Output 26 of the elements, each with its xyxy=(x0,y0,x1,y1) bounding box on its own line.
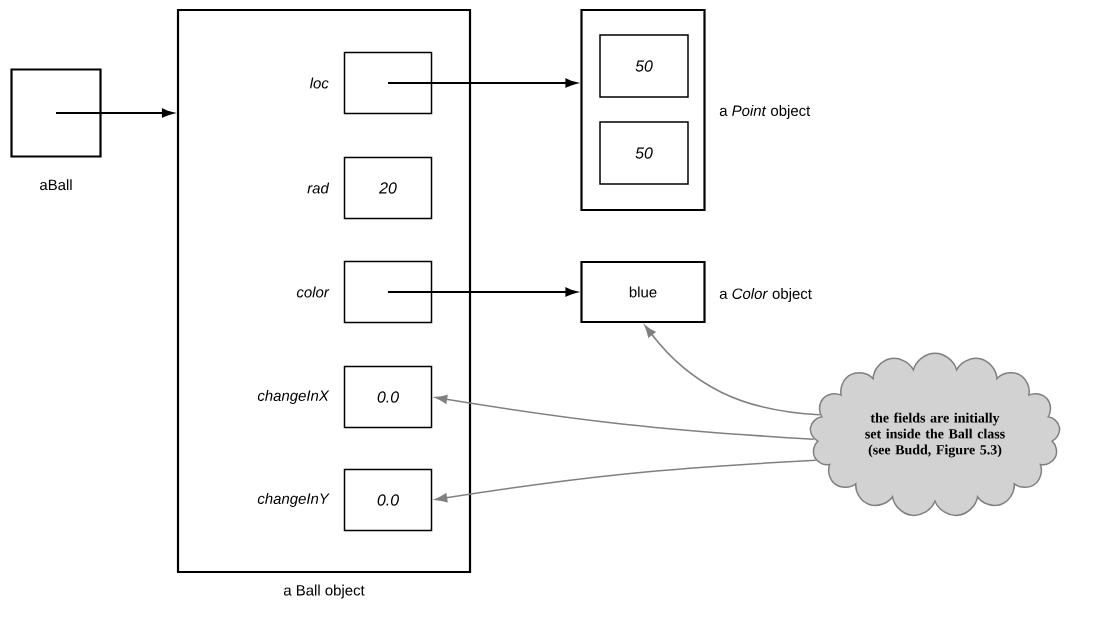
field-box: blue xyxy=(580,260,706,324)
field-box: 20 xyxy=(343,156,433,220)
field-box: 0.0 xyxy=(343,365,433,429)
field-label: color xyxy=(296,286,330,298)
callout-cloud: the fields are initially set inside the Ball class (see Budd, Figure 5.3) xyxy=(809,352,1061,517)
variable-box xyxy=(10,68,102,158)
object-label: a Point object xyxy=(719,105,811,119)
field-label: loc xyxy=(309,77,329,89)
arrow xyxy=(644,325,821,416)
field-label: rad xyxy=(307,182,330,194)
object-box xyxy=(580,8,706,212)
field-label: changeInY xyxy=(257,493,330,507)
arrow xyxy=(387,287,577,297)
arrow xyxy=(435,459,817,503)
arrow xyxy=(435,394,815,441)
field-box xyxy=(343,51,433,115)
field-box: 50 xyxy=(599,121,689,185)
object-label: aBall xyxy=(40,179,72,191)
object-label: a Color object xyxy=(719,288,812,302)
field-label: changeInX xyxy=(257,390,330,404)
field-box: 50 xyxy=(599,34,689,98)
arrow xyxy=(387,78,577,88)
field-box xyxy=(343,260,433,324)
node-label: a Ball object xyxy=(283,584,365,599)
field-box: 0.0 xyxy=(343,468,433,532)
arrow xyxy=(55,108,174,118)
